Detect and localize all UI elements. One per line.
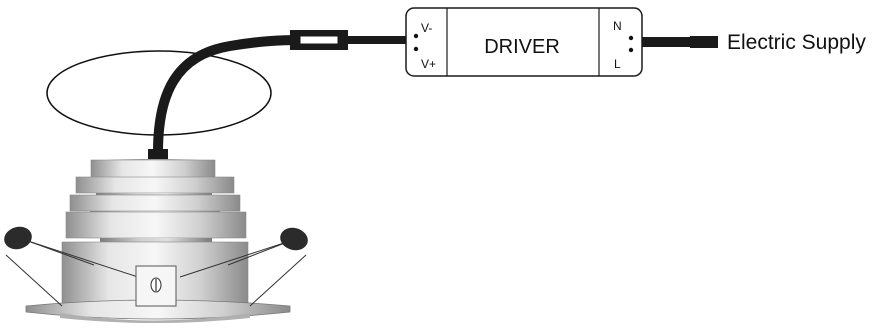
fixture-cable <box>153 35 303 153</box>
driver-l-label: L <box>614 57 621 71</box>
cable-connector <box>290 30 348 50</box>
driver-input-cable <box>348 36 406 44</box>
driver-n-label: N <box>613 19 622 33</box>
driver-v-plus-label: V+ <box>421 57 436 71</box>
supply-cable-end <box>690 36 718 48</box>
driver-box: V- V+ DRIVER N L <box>405 7 643 77</box>
driver-v-minus-label: V- <box>421 21 432 35</box>
spring-clip-right <box>179 227 308 307</box>
driver-label: DRIVER <box>484 36 560 58</box>
screw-plate <box>135 265 177 307</box>
spring-clip-left <box>4 226 139 307</box>
electric-supply-label: Electric Supply <box>727 31 866 54</box>
